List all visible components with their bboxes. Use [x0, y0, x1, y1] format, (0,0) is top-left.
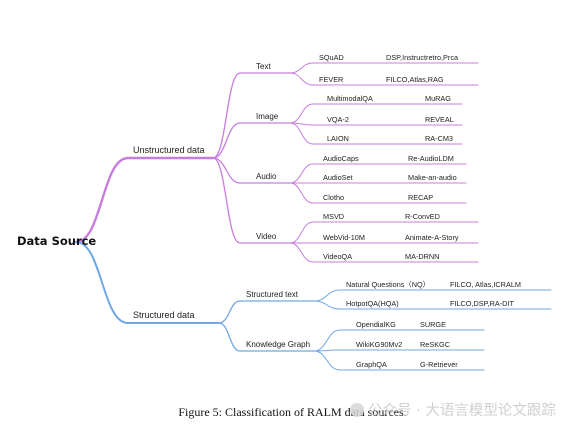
edge-unstructured-data-video	[212, 157, 291, 244]
methods-vqa-2: REVEAL	[425, 115, 454, 124]
edge-leaf-wikikg90mv2	[313, 349, 485, 352]
edge-unstructured-data-text	[212, 72, 291, 159]
methods-clotho: RECAP	[408, 193, 433, 202]
methods-squad: DSP,Instructretro,Prca	[386, 53, 459, 62]
dataset-wikikg90mv2: WikiKG90Mv2	[356, 340, 402, 349]
edge-leaf-audiocaps	[289, 163, 467, 184]
edge-leaf-hotpotqa-hqa	[313, 300, 552, 310]
edge-structured-data-structured-text	[218, 300, 315, 324]
dataset-natural-questions-nq: Natural Questions（NQ）	[346, 280, 430, 289]
methods-hotpotqa-hqa: FILCO,DSP,RA-DIT	[450, 299, 514, 308]
dataset-squad: SQuAD	[319, 53, 344, 62]
edge-leaf-vqa-2	[289, 122, 463, 126]
dataset-vqa-2: VQA-2	[327, 115, 349, 124]
methods-laion: RA-CM3	[425, 134, 453, 143]
group-knowledge-graph: Knowledge Graph	[246, 340, 310, 349]
edge-leaf-clotho	[289, 182, 467, 204]
dataset-msvd: MSVD	[323, 212, 344, 221]
methods-webvid-10m: Animate-A-Story	[405, 233, 459, 242]
methods-opendialkg: SURGE	[420, 320, 446, 329]
edge-leaf-squad	[289, 62, 479, 74]
group-structured-text: Structured text	[246, 290, 299, 299]
dataset-audiocaps: AudioCaps	[323, 154, 359, 163]
edge-structured-data-knowledge-graph	[218, 322, 315, 352]
dataset-opendialkg: OpendialKG	[356, 320, 396, 329]
category-structured-data: Structured data	[133, 310, 195, 320]
group-audio: Audio	[256, 172, 277, 181]
methods-multimodalqa: MuRAG	[425, 94, 451, 103]
category-unstructured-data: Unstructured data	[133, 145, 205, 155]
methods-fever: FILCO,Atlas,RAG	[386, 75, 444, 84]
watermark-text: 公众号 · 大语言模型论文跟踪	[368, 403, 556, 419]
dataset-audioset: AudioSet	[323, 173, 353, 182]
figure-caption: Figure 5: Classification of RALM data so…	[178, 405, 407, 419]
methods-msvd: R-ConvED	[405, 212, 440, 221]
dataset-laion: LAION	[327, 134, 349, 143]
methods-wikikg90mv2: ReSKGC	[420, 340, 450, 349]
root-label: Data Source	[17, 234, 96, 248]
methods-audioset: Make-an-audio	[408, 173, 457, 182]
edge-root-unstructured-data	[74, 156, 215, 244]
edge-unstructured-data-audio	[212, 157, 291, 184]
watermark: 公众号 · 大语言模型论文跟踪	[350, 399, 556, 420]
dataset-videoqa: VideoQA	[323, 252, 352, 261]
group-image: Image	[256, 112, 279, 121]
dataset-clotho: Clotho	[323, 193, 344, 202]
methods-graphqa: G-Retriever	[420, 360, 458, 369]
methods-audiocaps: Re-AudioLDM	[408, 154, 454, 163]
edge-leaf-videoqa	[289, 242, 479, 263]
dataset-graphqa: GraphQA	[356, 360, 387, 369]
dataset-hotpotqa-hqa: HotpotQA(HQA)	[346, 299, 399, 308]
group-video: Video	[256, 232, 277, 241]
dataset-webvid-10m: WebVid-10M	[323, 233, 365, 242]
group-text: Text	[256, 62, 271, 71]
edge-leaf-msvd	[289, 221, 479, 244]
methods-videoqa: MA-DRNN	[405, 252, 439, 261]
dataset-fever: FEVER	[319, 75, 343, 84]
dataset-multimodalqa: MultimodalQA	[327, 94, 373, 103]
edge-leaf-natural-questions-nq	[313, 289, 552, 302]
edge-root-structured-data	[75, 241, 220, 324]
edge-leaf-multimodalqa	[289, 103, 463, 124]
edge-unstructured-data-image	[212, 122, 291, 159]
edge-leaf-fever	[289, 72, 479, 86]
edge-leaf-laion	[289, 122, 463, 145]
edge-leaf-graphqa	[313, 350, 485, 371]
methods-natural-questions-nq: FILCO, Atlas,ICRALM	[450, 280, 521, 289]
wechat-icon	[350, 403, 364, 417]
edge-leaf-opendialkg	[313, 329, 485, 352]
